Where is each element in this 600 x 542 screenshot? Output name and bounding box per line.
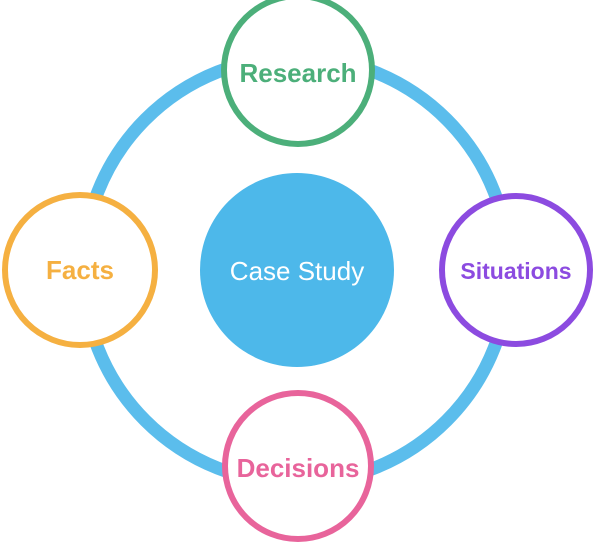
node-situations-circle [439,193,593,347]
node-research: Research [221,0,375,147]
node-decisions-label: Decisions [237,453,360,483]
node-situations: Situations [439,193,593,347]
node-facts-label: Facts [46,255,114,285]
node-decisions-circle [222,390,374,542]
node-facts-circle [2,192,158,348]
node-facts: Facts [2,192,158,348]
node-research-circle [221,0,375,147]
node-research-label: Research [239,58,356,88]
center-circle [200,173,394,367]
node-situations-label: Situations [460,258,571,284]
center-label: Case Study [230,256,364,286]
node-decisions: Decisions [222,390,374,542]
